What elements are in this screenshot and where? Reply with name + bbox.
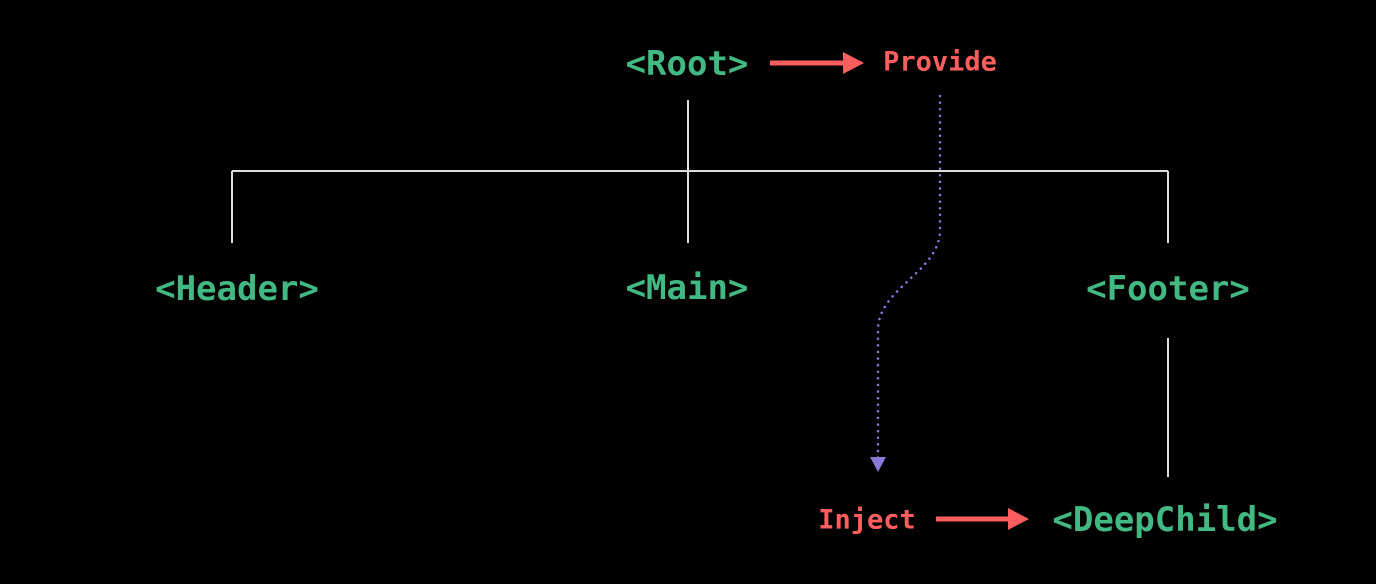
root-to-provide-arrow-head — [843, 52, 864, 74]
node-main: <Main> — [625, 268, 749, 308]
node-footer: <Footer> — [1086, 269, 1250, 309]
provide-to-inject-flow-path — [876, 94, 942, 460]
inject-to-deepchild-arrow-icon — [936, 508, 1029, 530]
provide-label: Provide — [883, 46, 997, 78]
node-header: <Header> — [155, 269, 319, 309]
inject-to-deepchild-arrow-head — [1008, 508, 1029, 530]
provide-to-inject-flow-arrow-head — [870, 457, 886, 472]
node-deepchild: <DeepChild> — [1052, 500, 1278, 540]
inject-label: Inject — [818, 504, 916, 536]
provide-to-inject-flow-icon — [870, 94, 942, 472]
node-root: <Root> — [625, 44, 749, 84]
root-to-provide-arrow-icon — [770, 52, 864, 74]
